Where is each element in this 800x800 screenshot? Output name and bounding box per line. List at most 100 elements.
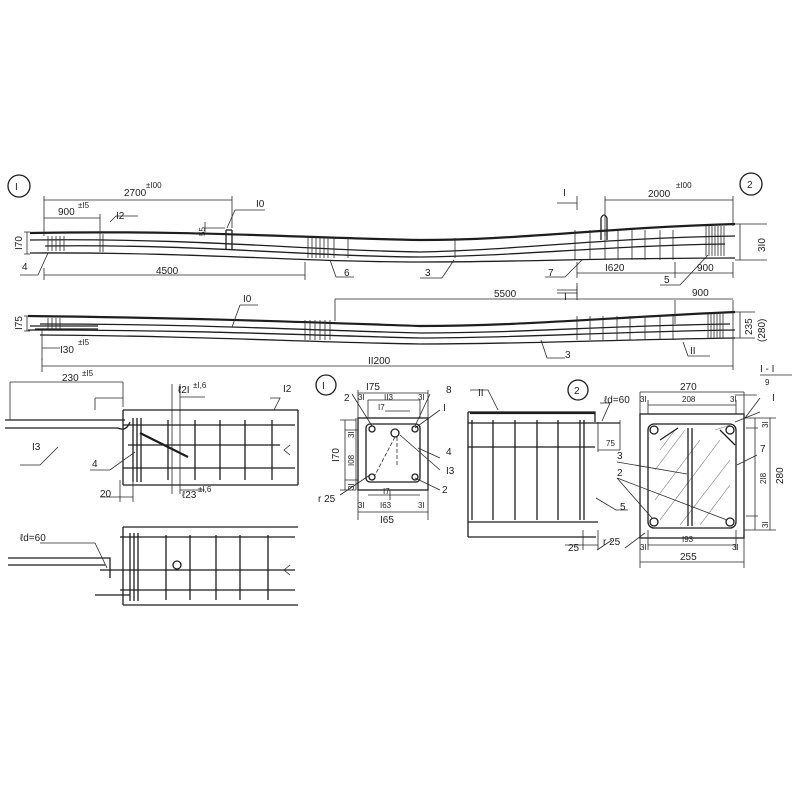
mark-10-bottom: I0 xyxy=(243,294,252,305)
dim-280: (280) xyxy=(757,319,768,342)
dim-175: I75 xyxy=(14,316,25,330)
dim-31b: 3I xyxy=(418,393,425,402)
dim-31f: 3I xyxy=(418,501,425,510)
tol-900: ±I5 xyxy=(78,201,90,210)
mark-9: 9 xyxy=(765,378,770,387)
mark-4-detail: 4 xyxy=(92,459,98,470)
dim-31c: 3I xyxy=(761,421,770,428)
section-mark-bottom: I xyxy=(564,292,567,303)
tol-2700: ±I00 xyxy=(146,181,162,190)
beam-elevation-top: I 2 2700 ±I00 900 ±I5 I2 I0 55 I70 4 450… xyxy=(7,172,768,297)
mark-3-bottom: 3 xyxy=(565,350,571,361)
mark-8: 8 xyxy=(446,385,452,396)
section-I-I: I - I 270 3I 208 3I 9 I 3I 7 3 2 2I8 280… xyxy=(616,364,792,568)
dim-113: II3 xyxy=(384,393,393,402)
mark-11-detail2: II xyxy=(478,388,484,399)
mark-3: 3 xyxy=(425,268,431,279)
detail-2-callout: 2 xyxy=(574,386,580,397)
dim-75: 75 xyxy=(606,439,615,448)
dim-ld60-detail1: ℓd=60 xyxy=(20,533,46,544)
mark-1: I xyxy=(772,393,775,404)
callout-1: I xyxy=(15,182,18,193)
mark-5: 5 xyxy=(664,275,670,286)
dim-130: I30 xyxy=(60,345,74,356)
mark-2: 2 xyxy=(617,468,623,479)
section-1-callout: I xyxy=(322,381,325,392)
dim-2700: 2700 xyxy=(124,188,147,199)
dim-ld60-detail2: ℓd=60 xyxy=(604,395,630,406)
mark-11: II xyxy=(690,346,696,357)
dim-1620: I620 xyxy=(605,263,625,274)
mark-2a: 2 xyxy=(344,393,350,404)
section-1: I I75 3I II3 3I I7 2 8 I 4 I3 2 I70 3I I… xyxy=(315,374,455,526)
dim-310: 3I0 xyxy=(757,238,768,252)
dim-900-bottom: 900 xyxy=(692,288,709,299)
dim-31c: 3I xyxy=(347,431,356,438)
dim-218: 2I8 xyxy=(759,472,768,484)
dim-2000: 2000 xyxy=(648,189,671,200)
dim-20: 20 xyxy=(100,489,112,500)
mark-1: I xyxy=(443,403,446,414)
tol-l21: ±I,6 xyxy=(193,381,207,390)
dim-17b: I7 xyxy=(383,487,390,496)
tol-l23: ±I,6 xyxy=(198,485,212,494)
dim-280: 280 xyxy=(775,467,786,484)
dim-175: I75 xyxy=(366,382,380,393)
dim-270: 270 xyxy=(680,382,697,393)
mark-4: 4 xyxy=(446,447,452,458)
mark-7: 7 xyxy=(760,444,766,455)
dim-900-right: 900 xyxy=(697,263,714,274)
dim-165: I65 xyxy=(380,515,394,526)
dim-255: 255 xyxy=(680,552,697,563)
mark-13: I3 xyxy=(446,466,455,477)
dim-11200: II200 xyxy=(368,356,391,367)
dim-31d: 3I xyxy=(347,483,356,490)
detail-1-end-cage: 230 ±I5 I3 4 20 ℓ2I ±I,6 I2 ℓ23 ±I,6 xyxy=(5,369,299,502)
dim-31b: 3I xyxy=(730,395,737,404)
mark-5-detail2: 5 xyxy=(620,502,626,513)
mark-4: 4 xyxy=(22,262,28,273)
dim-108: I08 xyxy=(347,454,356,466)
mark-12-detail: I2 xyxy=(283,384,292,395)
dim-170: I70 xyxy=(14,236,25,250)
dim-31a: 3I xyxy=(640,395,647,404)
dim-55: 55 xyxy=(198,227,207,236)
dim-235: 235 xyxy=(744,318,755,335)
dim-l21: ℓ2I xyxy=(178,385,190,396)
section-mark-top: I xyxy=(563,188,566,199)
dim-25: 25 xyxy=(568,543,580,554)
dim-17a: I7 xyxy=(378,403,385,412)
dim-31f: 3I xyxy=(732,543,739,552)
beam-elevation-bottom: I75 I0 I30 ±I5 II200 5500 900 3 II 235 (… xyxy=(14,286,768,372)
callout-2: 2 xyxy=(747,180,753,191)
mark-3: 3 xyxy=(617,451,623,462)
mark-6: 6 xyxy=(344,268,350,279)
detail-2-end-cage: 2 II ℓd=60 75 5 25 r 25 xyxy=(467,379,630,554)
dim-230: 230 xyxy=(62,373,79,384)
detail-1-plan-cage: ℓd=60 xyxy=(8,526,298,606)
dim-5500: 5500 xyxy=(494,289,517,300)
tol-230: ±I5 xyxy=(82,369,94,378)
dim-31e: 3I xyxy=(358,501,365,510)
section-title: I - I xyxy=(760,364,774,375)
dim-31e: 3I xyxy=(640,543,647,552)
mark-13: I3 xyxy=(32,442,41,453)
dim-170: I70 xyxy=(331,448,342,462)
dim-r25-detail2: r 25 xyxy=(603,537,621,548)
mark-10: I0 xyxy=(256,199,265,210)
dim-900-left: 900 xyxy=(58,207,75,218)
callout-circle-1 xyxy=(7,174,31,198)
dim-208: 208 xyxy=(682,395,696,404)
dim-r25: r 25 xyxy=(318,494,336,505)
dim-31d: 3I xyxy=(761,521,770,528)
tol-2000: ±I00 xyxy=(676,181,692,190)
mark-7: 7 xyxy=(548,268,554,279)
dim-l23: ℓ23 xyxy=(182,490,197,501)
mark-2b: 2 xyxy=(442,485,448,496)
mark-12: I2 xyxy=(116,211,125,222)
dim-193: I93 xyxy=(682,535,694,544)
tol-130: ±I5 xyxy=(78,338,90,347)
callout-circle-2 xyxy=(739,172,763,196)
dim-4500: 4500 xyxy=(156,266,179,277)
